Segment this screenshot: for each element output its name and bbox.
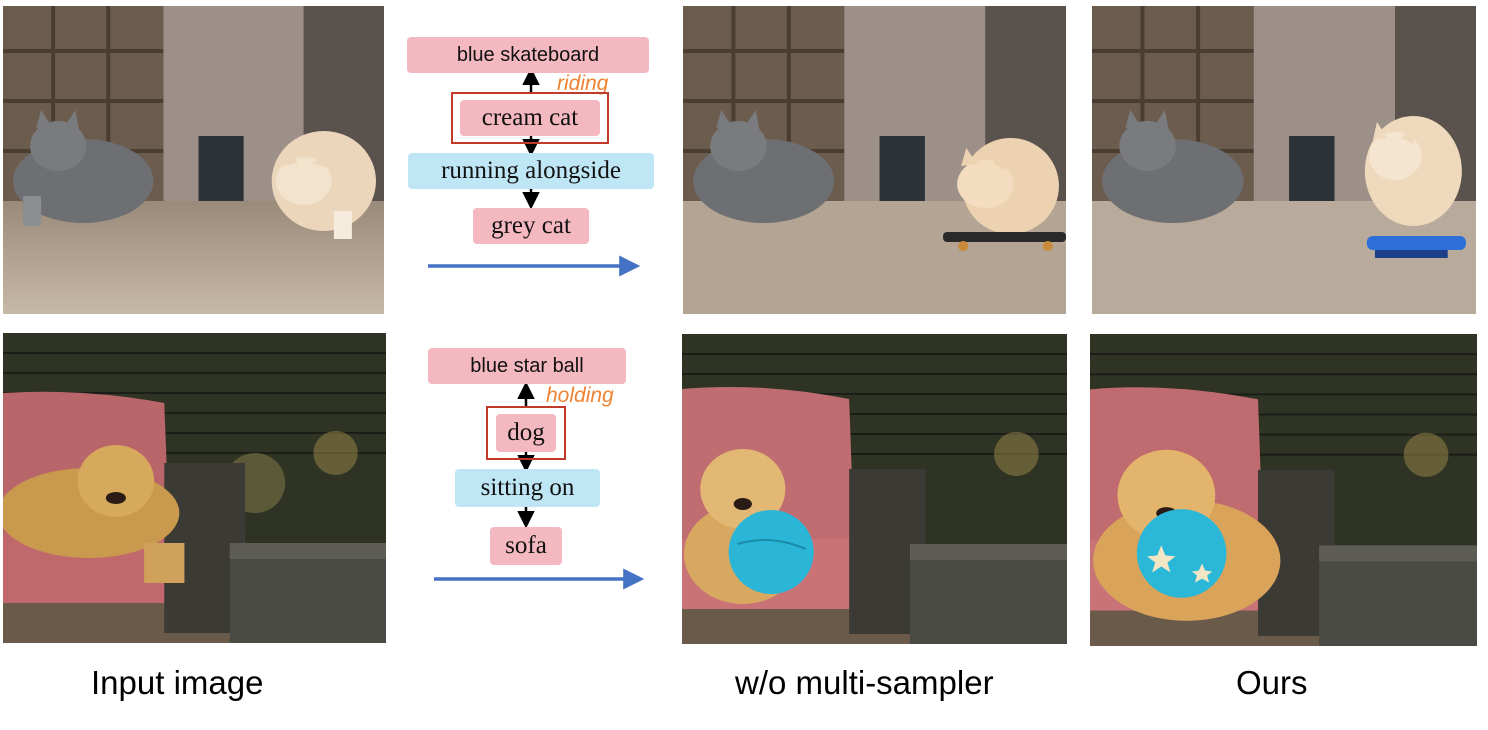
node-object: sofa xyxy=(490,527,562,565)
node-subject-label: cream cat xyxy=(481,104,579,131)
node-top-object: blue skateboard xyxy=(407,37,649,73)
node-top-object-label: blue star ball xyxy=(470,355,584,377)
node-relation: sitting on xyxy=(455,469,600,507)
caption-ours: Ours xyxy=(1236,664,1308,701)
node-top-object-label: blue skateboard xyxy=(456,44,600,66)
edge-label: riding xyxy=(557,72,609,95)
node-top-object: blue star ball xyxy=(428,348,626,384)
scene-graph-cats: blue skateboard riding cream cat running… xyxy=(400,30,662,290)
node-object-label: sofa xyxy=(505,532,547,559)
subject-highlight-frame xyxy=(486,406,566,460)
baseline-output-cats xyxy=(683,6,1066,314)
ours-output-cats xyxy=(1092,6,1476,314)
graph-arrows xyxy=(428,67,641,277)
input-image-cats xyxy=(3,6,384,314)
node-subject-label: dog xyxy=(507,419,545,446)
node-object-label: grey cat xyxy=(491,212,571,239)
edge-label: holding xyxy=(546,384,614,407)
node-relation: running alongside xyxy=(408,153,654,189)
ours-output-dog xyxy=(1090,334,1477,646)
node-relation-label: sitting on xyxy=(480,474,575,501)
input-image-dog xyxy=(3,333,386,643)
node-subject: cream cat xyxy=(451,92,609,144)
graph-arrows xyxy=(434,381,645,590)
node-subject: dog xyxy=(486,406,566,460)
caption-input-image: Input image xyxy=(91,664,264,701)
subject-highlight-frame xyxy=(451,92,609,144)
baseline-output-dog xyxy=(682,334,1067,644)
node-object: grey cat xyxy=(473,208,589,244)
node-relation-label: running alongside xyxy=(441,157,621,184)
caption-baseline: w/o multi-sampler xyxy=(735,664,994,701)
scene-graph-dog: blue star ball holding dog sitting on so… xyxy=(400,340,662,600)
